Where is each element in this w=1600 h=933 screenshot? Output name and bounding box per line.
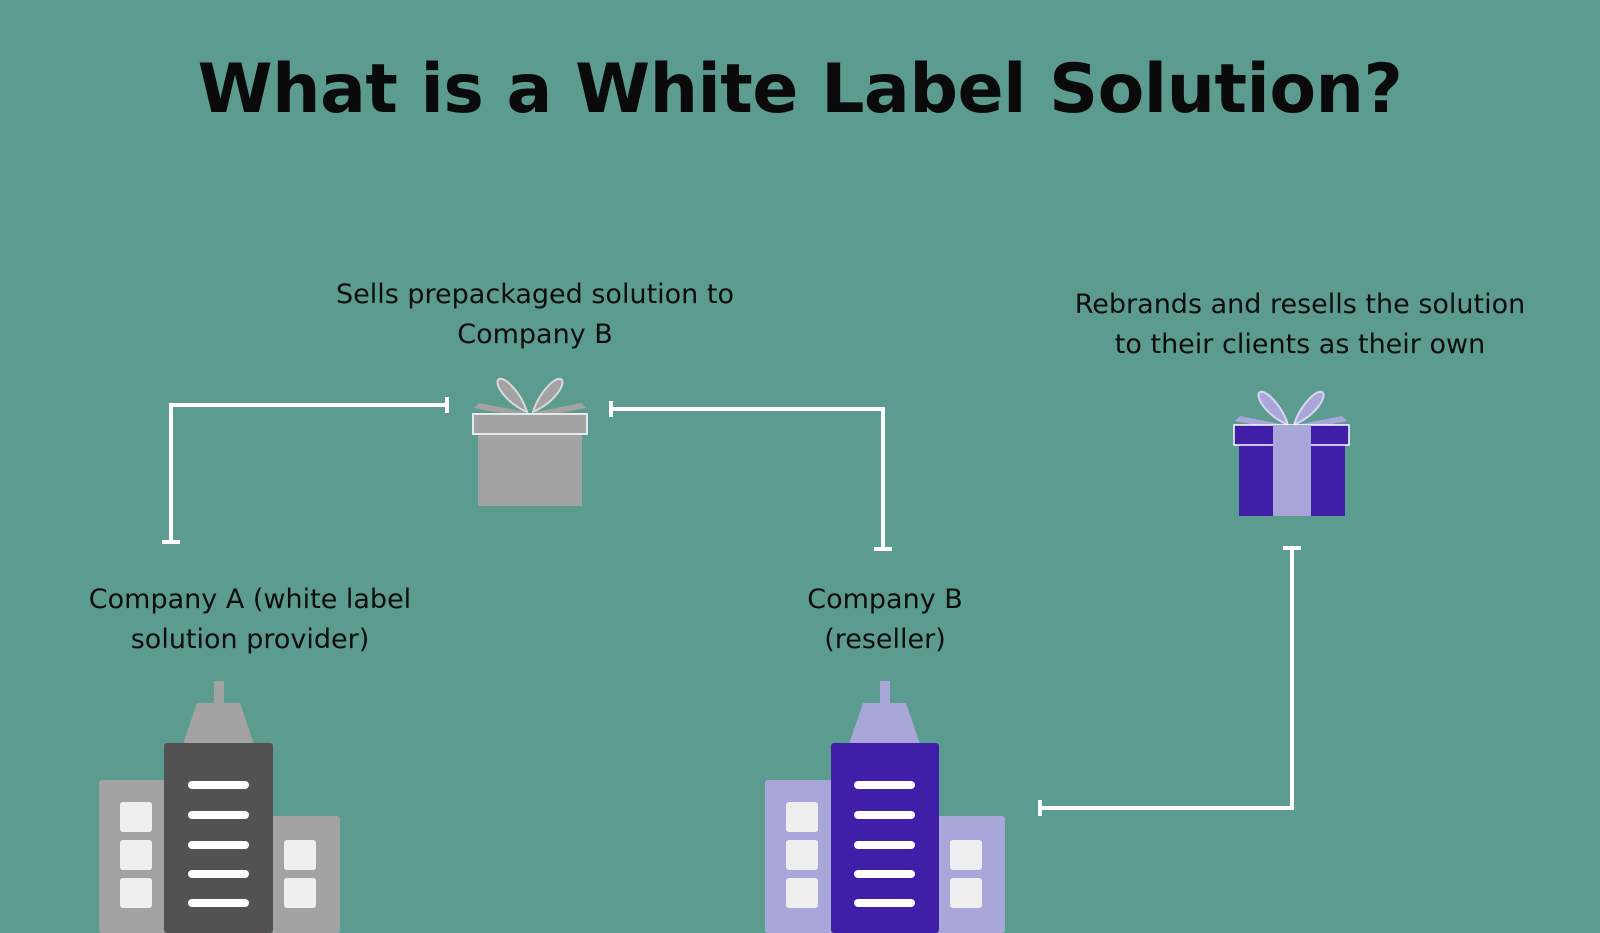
label-sells-to-company-b: Sells prepackaged solution to Company B — [285, 275, 785, 355]
page-title: What is a White Label Solution? — [197, 50, 1403, 129]
label-line: to their clients as their own — [1114, 329, 1486, 360]
connector-company-a-to-gift — [162, 397, 449, 544]
label-rebrands-and-resells: Rebrands and resells the solution to the… — [1020, 285, 1580, 365]
building-icon-company-a — [99, 681, 340, 933]
label-company-b: Company B (reseller) — [735, 580, 1035, 660]
label-line: (reseller) — [824, 624, 946, 655]
gift-icon-gray — [472, 377, 588, 506]
gift-icon-purple — [1233, 390, 1350, 516]
label-line: Company B — [457, 319, 613, 350]
connector-company-b-to-gift — [609, 401, 892, 551]
label-line: Sells prepackaged solution to — [336, 279, 734, 310]
label-line: Company B — [807, 584, 963, 615]
label-company-a: Company A (white label solution provider… — [40, 580, 460, 660]
label-line: solution provider) — [130, 624, 370, 655]
label-line: Company A (white label — [88, 584, 412, 615]
connector-reseller-to-clients — [1038, 546, 1301, 816]
building-icon-company-b — [765, 681, 1005, 933]
label-line: Rebrands and resells the solution — [1074, 289, 1526, 320]
